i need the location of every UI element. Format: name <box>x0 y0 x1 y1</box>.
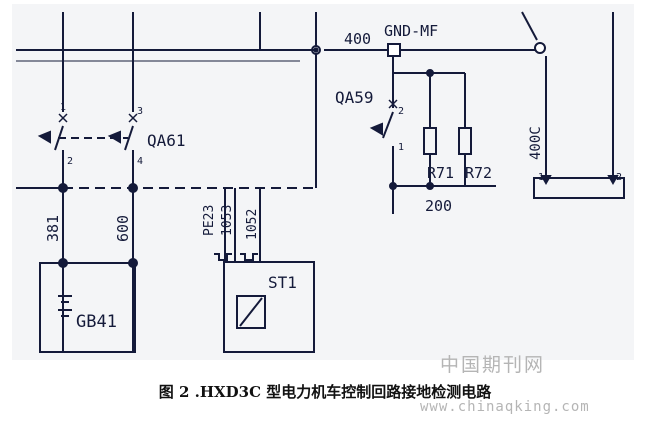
label-pin-3: 3 <box>137 106 143 117</box>
node-right-263 <box>128 258 138 268</box>
label-1053: 1053 <box>220 205 235 236</box>
label-400: 400 <box>344 30 371 48</box>
label-st1: ST1 <box>268 273 297 292</box>
node-left-188 <box>58 183 68 193</box>
figure-caption: 图 2 .HXD3C 型电力机车控制回路接地检测电路 <box>158 383 492 401</box>
label-conn-pin-2: 2 <box>616 172 622 183</box>
node-qa59-bottom <box>389 182 397 190</box>
r72-resistor <box>458 127 472 155</box>
pin-arrow-1 <box>540 175 552 186</box>
terminal-mark-1 <box>58 113 68 123</box>
st1-sensor-slash <box>239 297 263 327</box>
qa61-actuator-left <box>37 130 51 144</box>
label-conn-pin-1: 1 <box>538 172 544 183</box>
node-right-188 <box>128 183 138 193</box>
gnd-mf-terminal <box>387 43 401 57</box>
label-pin-2: 2 <box>67 156 73 167</box>
qa59-actuator <box>369 122 383 136</box>
label-gnd-mf: GND-MF <box>384 22 438 40</box>
gb41-box <box>39 262 136 353</box>
label-200: 200 <box>425 197 452 215</box>
node-400-dot <box>313 47 319 53</box>
wire-right-tall <box>521 11 538 41</box>
label-400c: 400C <box>528 126 544 160</box>
label-r71: R71 <box>427 164 454 182</box>
st1-box <box>223 261 315 353</box>
scan-background <box>12 4 634 360</box>
cable-bundle-mark <box>214 253 232 261</box>
qa61-actuator-right <box>107 130 121 144</box>
node-r71-bottom <box>426 182 434 190</box>
node-left-263 <box>58 258 68 268</box>
label-pin-4: 4 <box>137 156 143 167</box>
label-qa59: QA59 <box>335 88 374 107</box>
node-400 <box>311 45 321 55</box>
label-qa59-pin-2: 2 <box>398 106 404 117</box>
label-pin-1: 1 <box>60 102 66 113</box>
qa59-switch <box>382 111 394 139</box>
label-r72: R72 <box>465 164 492 182</box>
connector-block <box>533 177 625 199</box>
cable-bundle-mark-2 <box>240 253 258 261</box>
watermark-site-cn: 中国期刊网 <box>440 354 546 376</box>
label-381: 381 <box>44 215 62 242</box>
label-600: 600 <box>114 215 132 242</box>
node-r71-top <box>426 69 434 77</box>
qa61-switch-right <box>124 125 134 151</box>
label-gb41: GB41 <box>76 312 117 332</box>
label-pe23: PE23 <box>202 205 217 236</box>
label-1052: 1052 <box>245 209 260 240</box>
st1-sensor <box>236 295 266 329</box>
terminal-mark-qa59 <box>388 99 398 109</box>
terminal-mark-3 <box>128 113 138 123</box>
label-qa59-pin-1: 1 <box>398 142 404 153</box>
pin-arrow-2 <box>607 175 619 186</box>
label-qa61: QA61 <box>147 131 186 150</box>
breaker-right-node <box>534 42 546 54</box>
r71-resistor <box>423 127 437 155</box>
watermark-url: www.chinaqking.com <box>420 399 590 415</box>
